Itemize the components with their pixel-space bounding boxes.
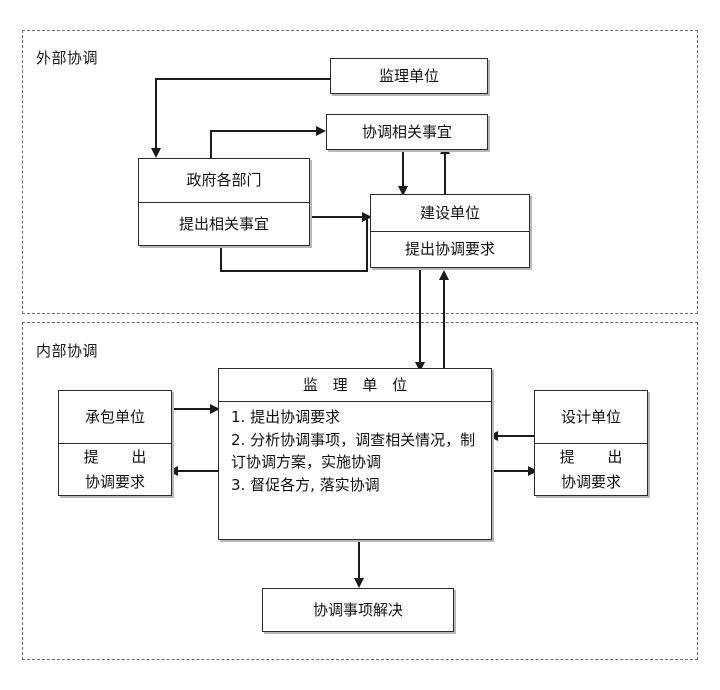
section-internal-coordination <box>22 322 698 660</box>
node-result-title: 协调事项解决 <box>312 600 403 619</box>
arrowhead-into-result-top <box>353 578 364 588</box>
section-external-coordination <box>22 30 698 314</box>
list-item: 1. 提出协调要求 <box>231 408 341 426</box>
node-government[interactable]: 政府各部门 提出相关事宜 <box>138 158 310 246</box>
node-contractor-title: 承包单位 <box>84 407 145 426</box>
connector-construction-to-government-h <box>220 270 368 272</box>
node-contractor[interactable]: 承包单位 提 出 协调要求 <box>58 390 172 496</box>
node-supervision-top[interactable]: 监理单位 <box>330 58 488 94</box>
node-supervision-main-title-text: 监 理 单 位 <box>302 375 413 394</box>
arrowhead-into-government-top <box>150 148 161 158</box>
node-construction-title: 建设单位 <box>419 203 480 222</box>
connector-supervision-to-government-v <box>155 78 157 154</box>
node-result[interactable]: 协调事项解决 <box>262 588 454 632</box>
node-design[interactable]: 设计单位 提 出 协调要求 <box>534 390 648 496</box>
node-supervision-top-title: 监理单位 <box>378 66 439 85</box>
arrowhead-into-supervision-right <box>488 430 498 441</box>
connector-design-to-supervision-h <box>498 435 534 437</box>
node-design-title: 设计单位 <box>560 407 621 426</box>
connector-supervision-to-construction-v <box>443 278 445 372</box>
connector-government-to-construction-h <box>310 216 365 218</box>
arrowhead-into-construction-top <box>397 186 408 196</box>
connector-construction-to-government-v2 <box>220 246 222 271</box>
list-item: 2. 分析协调事项，调查相关情况，制订协调方案，实施协调 <box>231 430 476 472</box>
node-contractor-sub: 提 出 协调要求 <box>59 442 171 496</box>
arrowhead-into-matters-left <box>316 125 326 136</box>
arrowhead-into-supervision-top <box>414 362 425 372</box>
node-coordination-matters-title: 协调相关事宜 <box>361 122 452 141</box>
connector-contractor-to-supervision-h <box>172 408 216 410</box>
node-government-sub: 提出相关事宜 <box>139 201 309 246</box>
node-contractor-sub-line1: 提 出 <box>83 447 161 466</box>
node-contractor-sub-line2: 协调要求 <box>84 472 145 491</box>
connector-matters-to-construction-v <box>402 150 404 188</box>
connector-construction-to-supervision-v <box>419 268 421 366</box>
connector-supervision-to-government-h <box>155 78 330 80</box>
node-supervision-main-title: 监 理 单 位 <box>219 369 491 401</box>
arrowhead-into-supervision-left-upper <box>210 403 220 414</box>
node-government-title: 政府各部门 <box>186 171 262 190</box>
section-external-label: 外部协调 <box>36 49 99 67</box>
node-design-sub: 提 出 协调要求 <box>535 442 647 496</box>
node-coordination-matters[interactable]: 协调相关事宜 <box>326 114 488 150</box>
connector-construction-to-matters-v <box>444 152 446 194</box>
node-design-sub-line2: 协调要求 <box>560 472 621 491</box>
connector-construction-to-government-v1 <box>366 216 368 271</box>
list-item: 3. 督促各方, 落实协调 <box>231 475 380 494</box>
connector-supervision-to-result-v <box>358 540 360 582</box>
node-supervision-main[interactable]: 监 理 单 位 1. 提出协调要求 2. 分析协调事项，调查相关情况，制订协调方… <box>218 368 492 540</box>
node-construction[interactable]: 建设单位 提出协调要求 <box>370 194 530 268</box>
arrowhead-into-construction-bottom <box>438 270 449 280</box>
connector-government-to-matters-v <box>210 130 212 158</box>
node-supervision-main-list: 1. 提出协调要求 2. 分析协调事项，调查相关情况，制订协调方案，实施协调 3… <box>225 402 487 496</box>
node-construction-sub: 提出协调要求 <box>371 230 529 268</box>
section-internal-label: 内部协调 <box>36 342 99 360</box>
arrowhead-into-contractor-right <box>168 465 178 476</box>
connector-supervision-to-design-h <box>492 470 534 472</box>
connector-government-to-matters-h <box>210 130 320 132</box>
connector-supervision-to-contractor-h <box>178 470 218 472</box>
arrowhead-into-design-left <box>528 465 538 476</box>
node-supervision-main-body: 1. 提出协调要求 2. 分析协调事项，调查相关情况，制订协调方案，实施协调 3… <box>219 401 491 539</box>
node-design-sub-line1: 提 出 <box>559 447 637 466</box>
